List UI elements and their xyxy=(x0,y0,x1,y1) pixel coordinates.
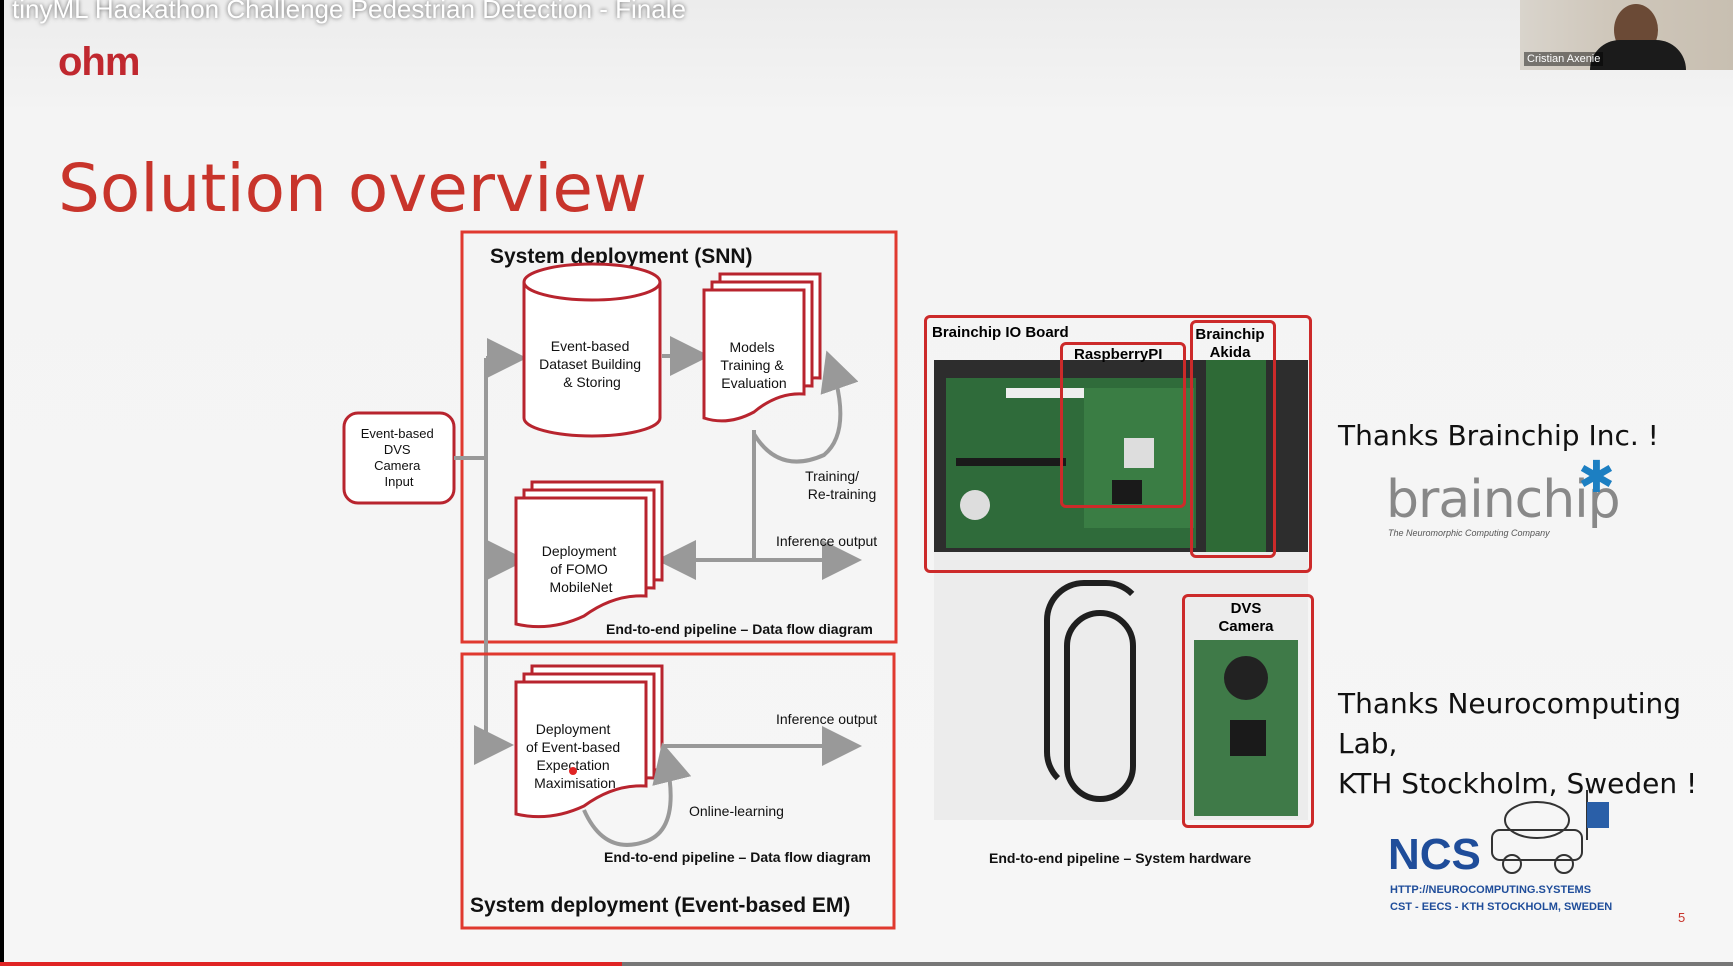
input-line-3: Camera xyxy=(374,458,421,473)
caption-1: End-to-end pipeline – Data flow diagram xyxy=(606,621,873,637)
em-line-2: of Event-based xyxy=(526,739,620,755)
io-board-box xyxy=(924,315,1312,573)
fomo-line-2: of FOMO xyxy=(550,561,608,577)
slide: tinyML Hackathon Challenge Pedestrian De… xyxy=(4,0,1733,966)
slide-title: Solution overview xyxy=(58,150,648,227)
raspberry-pcb xyxy=(1084,388,1194,528)
fomo-line-1: Deployment xyxy=(542,543,617,559)
dvs-pcb xyxy=(1194,640,1298,816)
ncs-url: HTTP://NEUROCOMPUTING.SYSTEMS xyxy=(1390,884,1592,896)
io-board-photo xyxy=(934,360,1308,552)
online-learning-loop xyxy=(582,742,692,847)
dataset-cylinder xyxy=(522,262,662,438)
akida-label: Brainchip Akida xyxy=(1192,326,1268,362)
em-label: Deployment of Event-based Expectation Ma… xyxy=(526,721,624,791)
caption-2: End-to-end pipeline – Data flow diagram xyxy=(604,849,871,865)
data-flow-diagram: System deployment (SNN) Event-based DVS … xyxy=(334,230,904,930)
brainchip-logo: brainchip xyxy=(1386,470,1621,530)
fomo-label: Deployment of FOMO MobileNet xyxy=(542,543,621,595)
akida-box xyxy=(1190,320,1276,558)
raspberry-box xyxy=(1060,342,1186,508)
models-line-2: Training & xyxy=(720,357,784,373)
dataset-line-1: Event-based xyxy=(551,338,630,354)
ncs-subtitle: CST - EECS - KTH STOCKHOLM, SWEDEN xyxy=(1390,901,1613,913)
thanks-lab-line-1: Thanks Neurocomputing Lab, xyxy=(1338,687,1681,760)
thanks-lab-line-2: KTH Stockholm, Sweden ! xyxy=(1338,767,1698,800)
input-label: Event-based DVS Camera Input xyxy=(361,426,438,489)
ohm-logo: ohm xyxy=(58,40,140,84)
em-box xyxy=(460,652,896,930)
io-board-label: Brainchip IO Board xyxy=(932,324,1069,341)
em-line-3: Expectation xyxy=(536,757,609,773)
dataset-line-3: & Storing xyxy=(563,374,621,390)
training-line-1: Training/ xyxy=(805,468,859,484)
dvs-box xyxy=(1182,594,1314,828)
inference-output-1: Inference output xyxy=(776,533,877,549)
snn-title: System deployment (SNN) xyxy=(490,245,753,268)
dvs-line-1: DVS xyxy=(1230,600,1262,617)
ncs-logo: NCS xyxy=(1388,830,1481,879)
dataset-line-2: Dataset Building xyxy=(539,356,641,372)
models-stack xyxy=(702,272,822,423)
fomo-stack xyxy=(514,480,664,629)
webcam-thumbnail[interactable]: Cristian Axenie xyxy=(1520,0,1733,70)
presenter-name: Cristian Axenie xyxy=(1524,52,1604,66)
arrow-models-to-fomo xyxy=(656,430,756,580)
akida-line-2: Akida xyxy=(1209,344,1251,361)
fomo-line-3: MobileNet xyxy=(549,579,612,595)
dvs-label: DVS Camera xyxy=(1204,600,1288,636)
online-learning-label: Online-learning xyxy=(689,803,784,819)
dataset-label: Event-based Dataset Building & Storing xyxy=(539,338,645,390)
thanks-brainchip: Thanks Brainchip Inc. ! xyxy=(1338,419,1659,452)
hardware-caption: End-to-end pipeline – System hardware xyxy=(989,850,1252,866)
brainchip-star-icon: ✱ xyxy=(1578,453,1615,502)
cable-loop xyxy=(1064,610,1136,802)
dvs-line-2: Camera xyxy=(1218,618,1274,635)
raspberry-label: RaspberryPI xyxy=(1074,346,1163,363)
video-progress-bar[interactable] xyxy=(0,962,1733,966)
pointer-dot xyxy=(569,767,577,775)
training-line-2: Re-training xyxy=(808,486,876,502)
input-line-2: DVS xyxy=(384,442,411,457)
input-connector xyxy=(454,356,519,745)
input-line-4: Input xyxy=(385,474,414,489)
em-line-1: Deployment xyxy=(536,721,611,737)
video-progress-fill xyxy=(0,962,623,966)
thanks-lab: Thanks Neurocomputing Lab, KTH Stockholm… xyxy=(1338,684,1733,804)
input-line-1: Event-based xyxy=(361,426,434,441)
page-number: 5 xyxy=(1678,910,1686,925)
cable xyxy=(1044,580,1146,792)
em-stack xyxy=(514,664,664,819)
ncs-car-illustration xyxy=(1491,790,1609,874)
inference-output-2: Inference output xyxy=(776,711,877,727)
models-label: Models Training & Evaluation xyxy=(720,339,787,391)
em-title: System deployment (Event-based EM) xyxy=(470,894,850,917)
snn-box xyxy=(460,230,898,644)
akida-pcb xyxy=(1206,360,1266,552)
video-title: tinyML Hackathon Challenge Pedestrian De… xyxy=(12,0,686,24)
models-line-1: Models xyxy=(729,339,774,355)
training-loop xyxy=(752,350,859,464)
em-line-4: Maximisation xyxy=(534,775,616,791)
akida-line-1: Brainchip xyxy=(1195,326,1265,343)
presenter-body xyxy=(1590,40,1686,70)
training-label: Training/ Re-training xyxy=(805,468,876,502)
models-line-3: Evaluation xyxy=(721,375,786,391)
brainchip-tagline: The Neuromorphic Computing Company xyxy=(1388,528,1550,538)
